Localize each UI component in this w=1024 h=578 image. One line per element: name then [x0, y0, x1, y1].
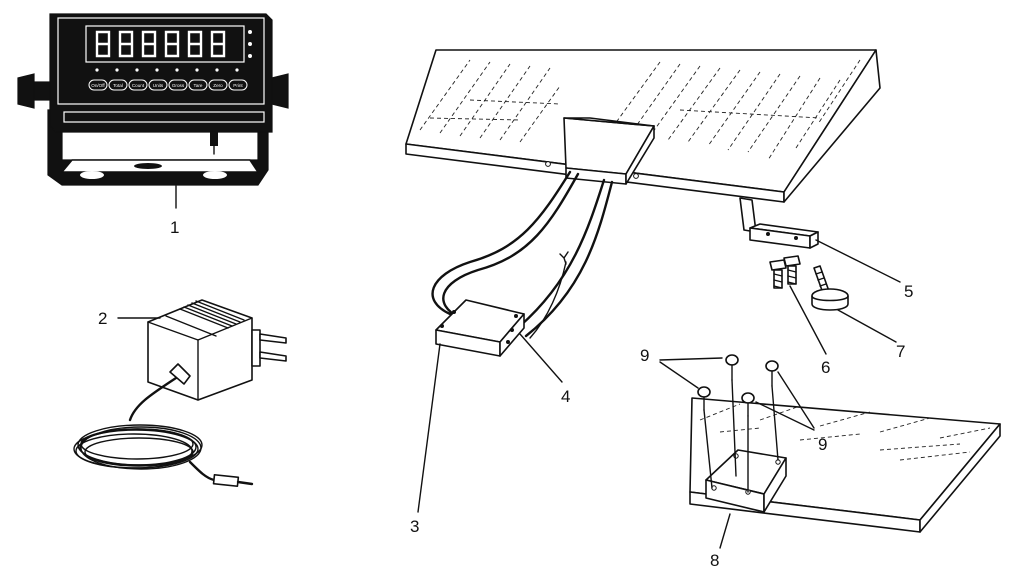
svg-text:On/Off: On/Off: [91, 83, 105, 88]
svg-text:Print: Print: [233, 83, 243, 88]
scale-platform: [405, 49, 881, 203]
key-print: Print: [228, 79, 248, 91]
key-units: Units: [148, 79, 168, 91]
leader-7: [837, 309, 897, 343]
leader-9-top: [659, 357, 723, 389]
load-cell-bracket: [739, 197, 819, 249]
svg-text:Count: Count: [132, 83, 145, 88]
key-total: Total: [108, 79, 128, 91]
leader-8: [719, 513, 731, 549]
leader-6: [789, 285, 827, 355]
callout-7: 7: [896, 342, 905, 361]
seven-segment-display: [95, 30, 226, 58]
load-cell-cables: [431, 170, 614, 339]
key-count: Count: [128, 79, 148, 91]
callout-5: 5: [904, 282, 913, 301]
svg-text:Gross: Gross: [172, 83, 185, 88]
indicator: On/Off Total Count Units Gross Tare: [17, 13, 289, 186]
leader-3: [417, 343, 441, 513]
platform-corner: [689, 397, 1001, 533]
junction-box: [435, 299, 525, 357]
svg-text:Total: Total: [113, 83, 123, 88]
key-on-off: On/Off: [88, 79, 108, 91]
callout-2: 2: [98, 309, 107, 328]
callout-8: 8: [710, 551, 719, 570]
svg-text:Units: Units: [153, 83, 164, 88]
callout-4: 4: [561, 387, 570, 406]
callout-6: 6: [821, 358, 830, 377]
svg-text:Tare: Tare: [194, 83, 203, 88]
ac-adapter: [73, 299, 287, 488]
callout-1: 1: [170, 218, 179, 237]
key-zero: Zero: [208, 79, 228, 91]
callout-9-bottom: 9: [818, 435, 827, 454]
leader-4: [519, 333, 563, 383]
callout-9-top: 9: [640, 346, 649, 365]
svg-text:Zero: Zero: [213, 83, 223, 88]
indicator-keypad: On/Off Total Count Units Gross Tare: [88, 79, 248, 91]
key-gross: Gross: [168, 79, 188, 91]
cover-screws: [697, 354, 779, 493]
leveling-foot: [811, 265, 849, 311]
key-tare: Tare: [188, 79, 208, 91]
leader-9-bottom: [755, 371, 815, 431]
bracket-bolts: [769, 255, 801, 289]
callout-3: 3: [410, 517, 419, 536]
leader-5: [815, 239, 901, 283]
